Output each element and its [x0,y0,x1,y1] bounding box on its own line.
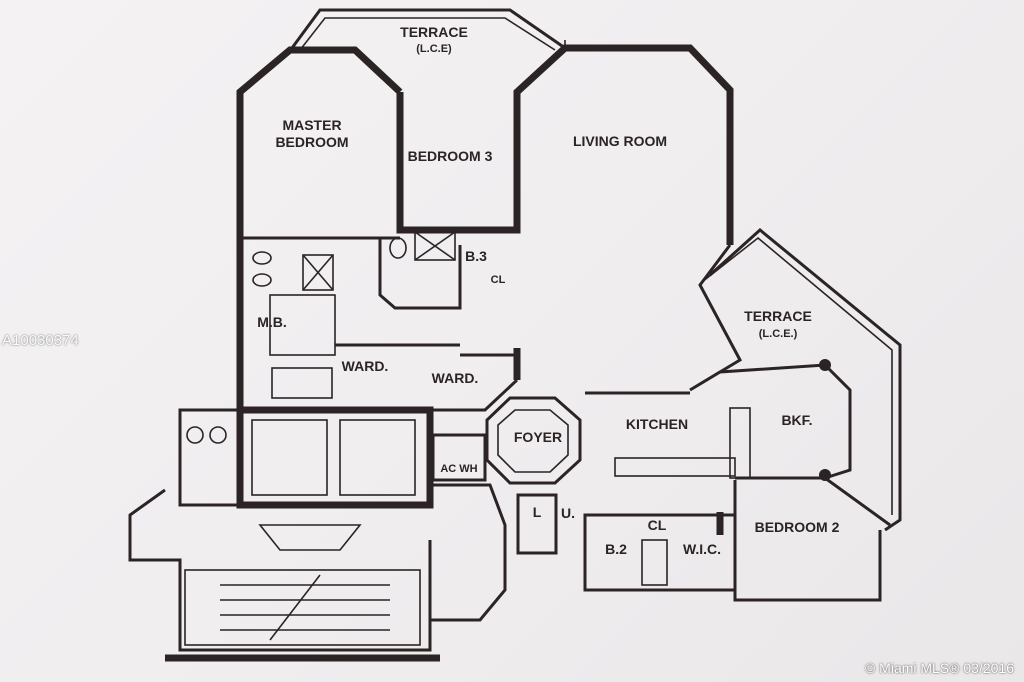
label-foyer: FOYER [514,429,562,445]
label-wic: W.I.C. [683,541,721,557]
label-master-bath: M.B. [257,314,287,330]
label-terrace-right-note: (L.C.E.) [759,328,798,340]
label-ward-1: WARD. [342,358,389,374]
label-breakfast: BKF. [781,412,812,428]
walls [128,8,902,662]
label-terrace-top-note: (L.C.E) [416,43,452,55]
label-bath-2: B.2 [605,541,627,557]
label-living-room: LIVING ROOM [573,133,667,149]
label-master-bedroom-2: BEDROOM [275,134,348,150]
label-laundry: L [533,504,542,520]
listing-id-watermark: A10030374 [2,332,79,349]
copyright-footer: © Miami MLS® 03/2016 [864,660,1014,676]
label-terrace-right: TERRACE [744,308,812,324]
terrace-top-outline [290,8,566,50]
room-labels: TERRACE (L.C.E) MASTER BEDROOM BEDROOM 3… [257,24,839,557]
label-master-bedroom-1: MASTER [282,117,341,133]
label-terrace-top: TERRACE [400,24,468,40]
label-closet-2: CL [648,517,667,533]
label-bedroom-3: BEDROOM 3 [408,148,493,164]
label-bath-3: B.3 [465,248,487,264]
label-kitchen: KITCHEN [626,416,688,432]
label-ward-2: WARD. [432,370,479,386]
label-closet-3: CL [491,274,506,286]
label-utility: U. [561,505,575,521]
label-bedroom-2: BEDROOM 2 [755,519,840,535]
label-ac-wh: AC WH [440,463,477,475]
